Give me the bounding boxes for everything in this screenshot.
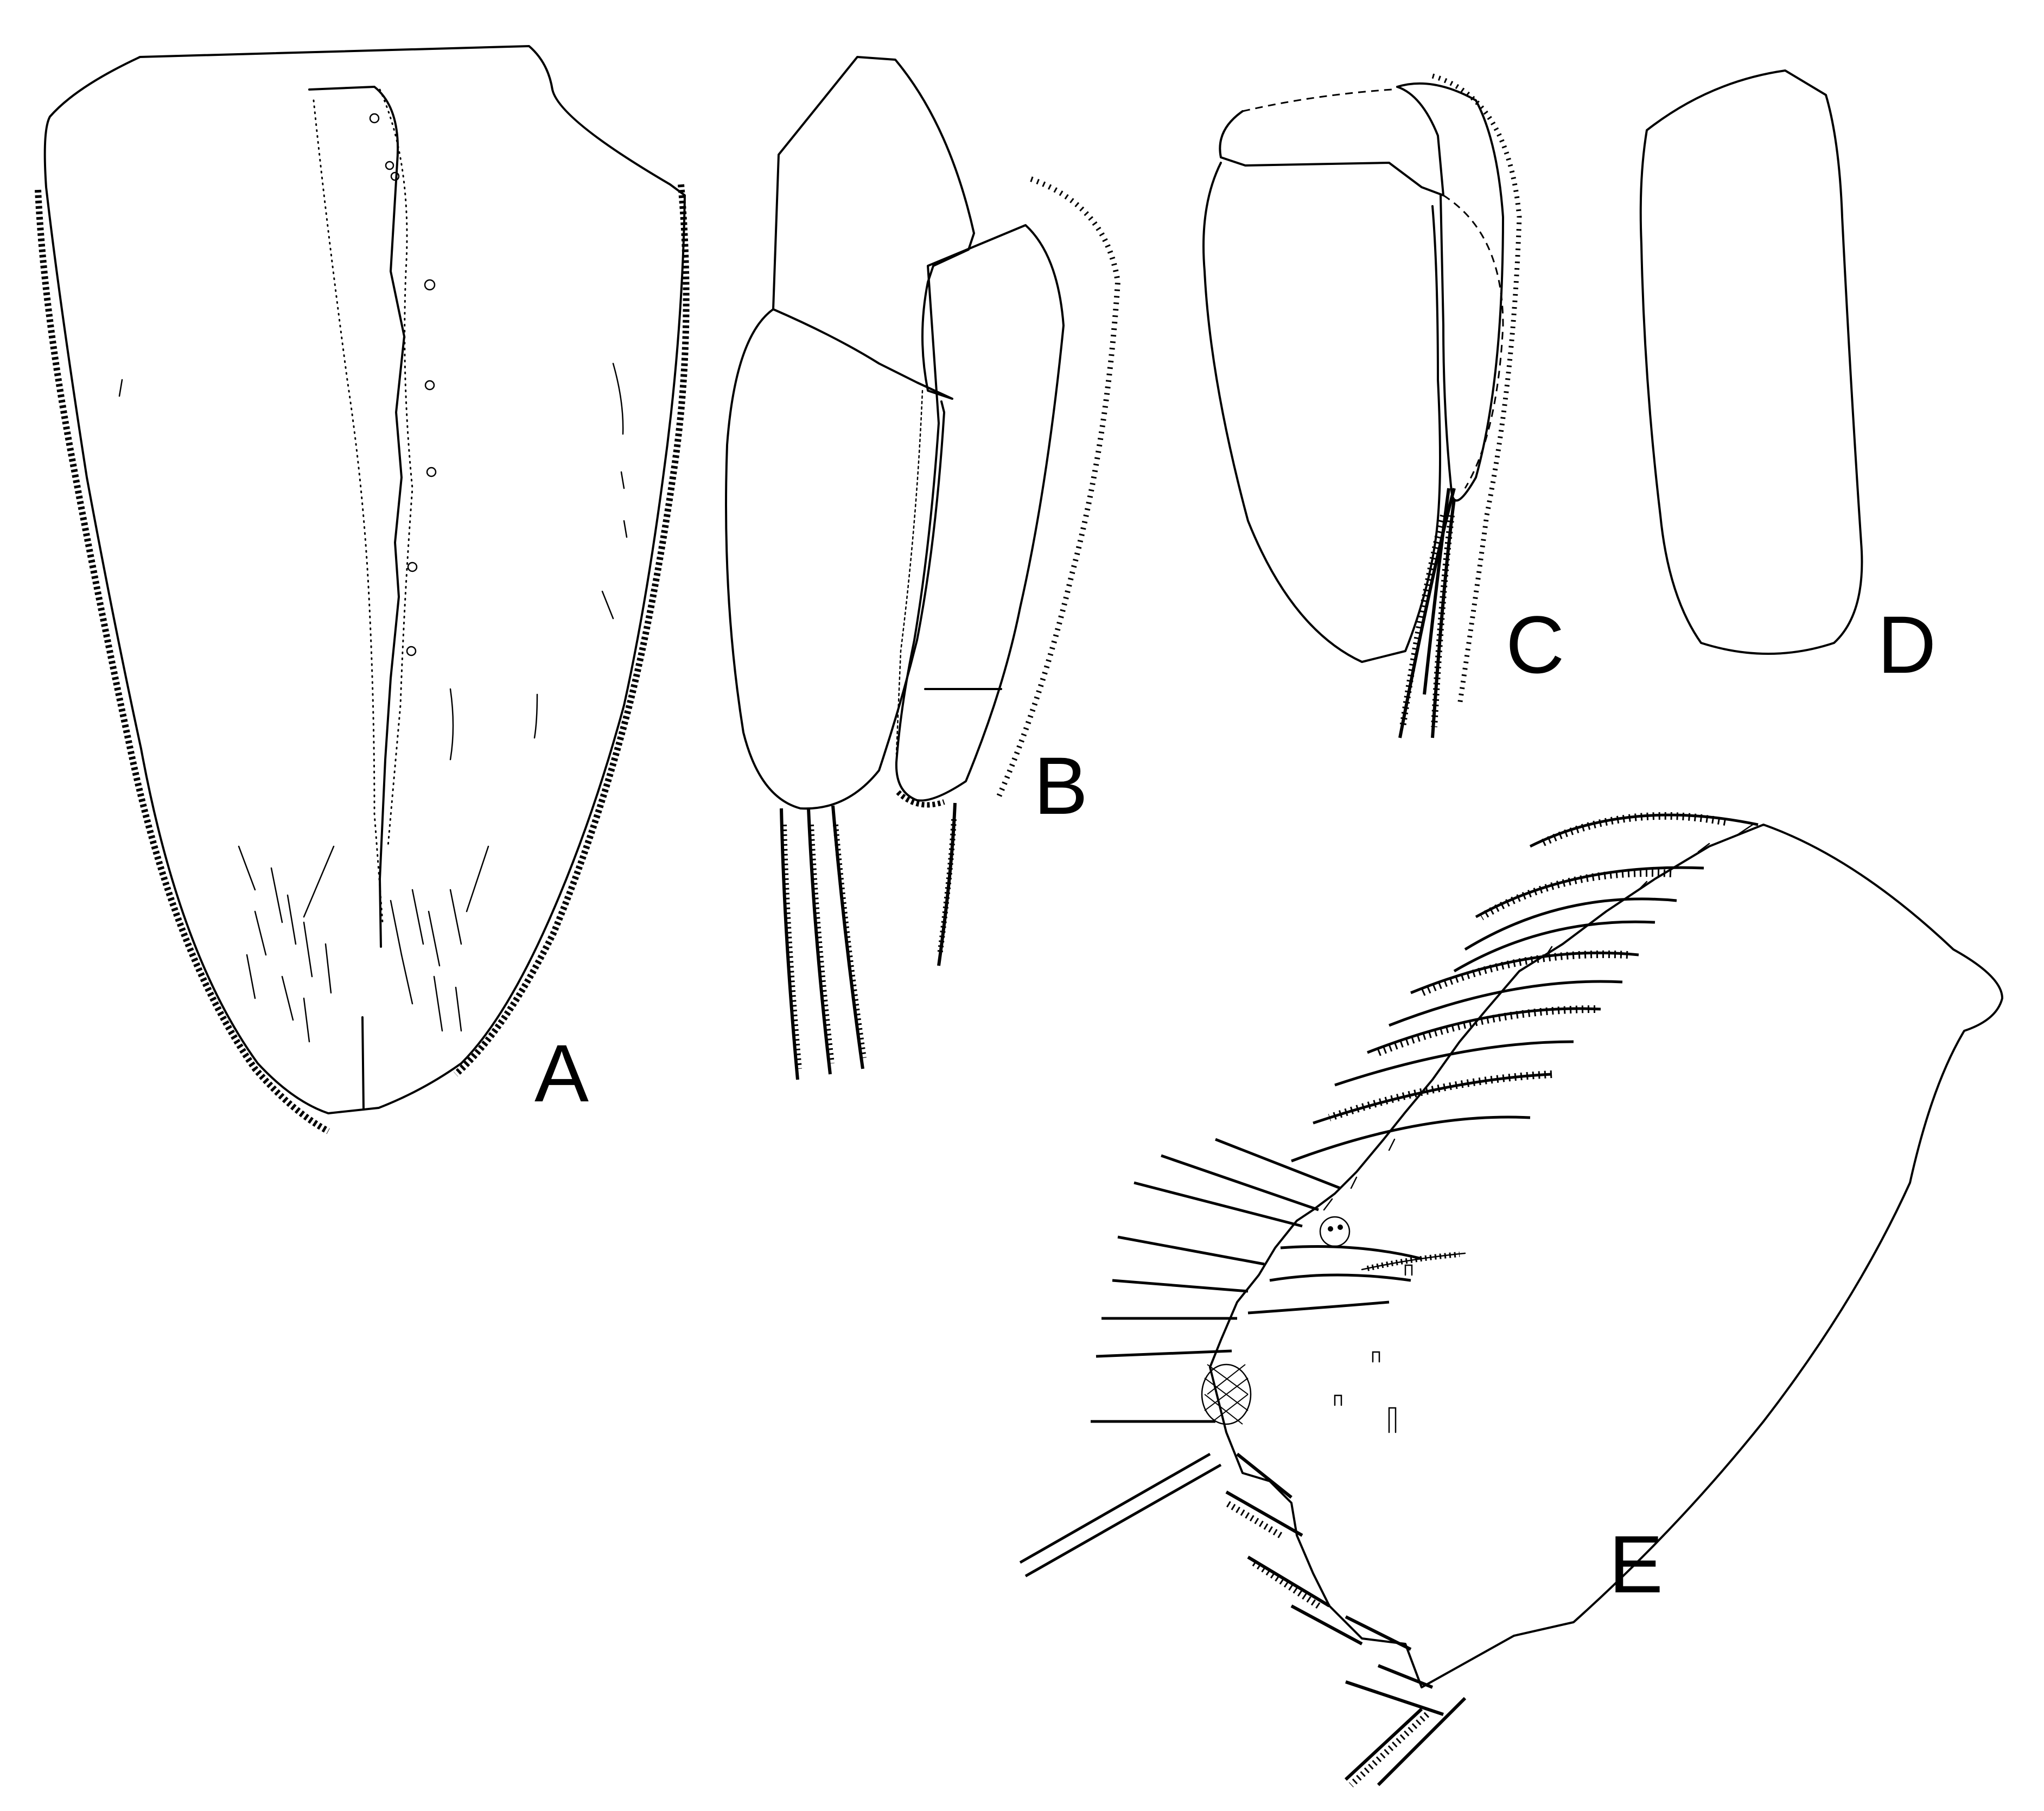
- panel-b-letter: B: [1034, 740, 1088, 831]
- panel-a-outline: [43, 45, 686, 1114]
- panel-a-cleft: [361, 1016, 365, 1111]
- panel-b-exopod: [895, 224, 1065, 802]
- panel-c-exopod: [1396, 82, 1504, 502]
- panel-c-endopod: [1202, 162, 1441, 663]
- panel-e-hatched-organ: [1201, 1363, 1252, 1425]
- panel-e-basal-setae: [1225, 1452, 1467, 1787]
- panel-e-simple-setae: [1019, 1138, 1341, 1578]
- panel-c-dashed-inner: [1443, 194, 1504, 489]
- panel-b-outer-setae: [996, 176, 1121, 799]
- panel-a-pores: [369, 113, 437, 656]
- panel-e-outline: [1209, 824, 2003, 1688]
- panel-e-pore-dot-2: [1338, 1225, 1343, 1230]
- panel-e-sockets: [1323, 824, 1754, 1211]
- panel-b-protopod: [772, 56, 975, 400]
- panel-b-exopod-tip-beads: [896, 790, 945, 808]
- panel-e-fan-barbs: [1328, 812, 1727, 1121]
- panel-e-drawing: E: [1019, 812, 2003, 1788]
- panel-b-endopod: [725, 308, 945, 810]
- panel-d-letter: D: [1877, 599, 1936, 690]
- panel-a-spines: [118, 362, 628, 1043]
- panel-a-median-plate: [308, 86, 405, 948]
- panel-e-round-pore: [1319, 1216, 1351, 1247]
- panel-b-plumose-setae: [780, 802, 957, 1080]
- panel-d-drawing: D: [1639, 69, 1936, 690]
- panel-a-left-setae: [35, 189, 330, 1134]
- panel-c-protopod: [1219, 86, 1444, 196]
- panel-a-dotted-line-right: [379, 88, 413, 847]
- panel-b-inner-beaded-edge: [895, 390, 924, 755]
- panel-a-right-setae: [454, 184, 690, 1077]
- panel-b-plumose-barbs: [781, 819, 957, 1069]
- panel-c-dashed-top: [1242, 88, 1392, 112]
- panel-e-tiny-sensilla: [1334, 1264, 1413, 1433]
- panel-d-outline: [1639, 69, 1863, 655]
- panel-e-letter: E: [1609, 1519, 1663, 1610]
- panel-e-pore-dot-1: [1328, 1226, 1333, 1232]
- panel-e-basal-barbs: [1224, 1500, 1430, 1788]
- panel-b-drawing: B: [725, 56, 1121, 1080]
- panel-c-plumose-setae: [1398, 488, 1456, 738]
- panel-c-letter: C: [1506, 599, 1564, 690]
- panel-c-plumose-barbs: [1399, 514, 1455, 728]
- panel-c-drawing: C: [1202, 73, 1564, 738]
- panel-e-small-feathered-barbs: [1366, 1252, 1460, 1271]
- panel-a-letter: A: [534, 1028, 589, 1119]
- panel-e-hatched-organ-grid: [1204, 1364, 1249, 1425]
- panel-e-fan-setae: [1247, 813, 1759, 1315]
- panel-c-outer-setae: [1431, 73, 1522, 706]
- panel-a-drawing: A: [35, 45, 690, 1134]
- panel-a-dotted-line-left: [313, 99, 384, 923]
